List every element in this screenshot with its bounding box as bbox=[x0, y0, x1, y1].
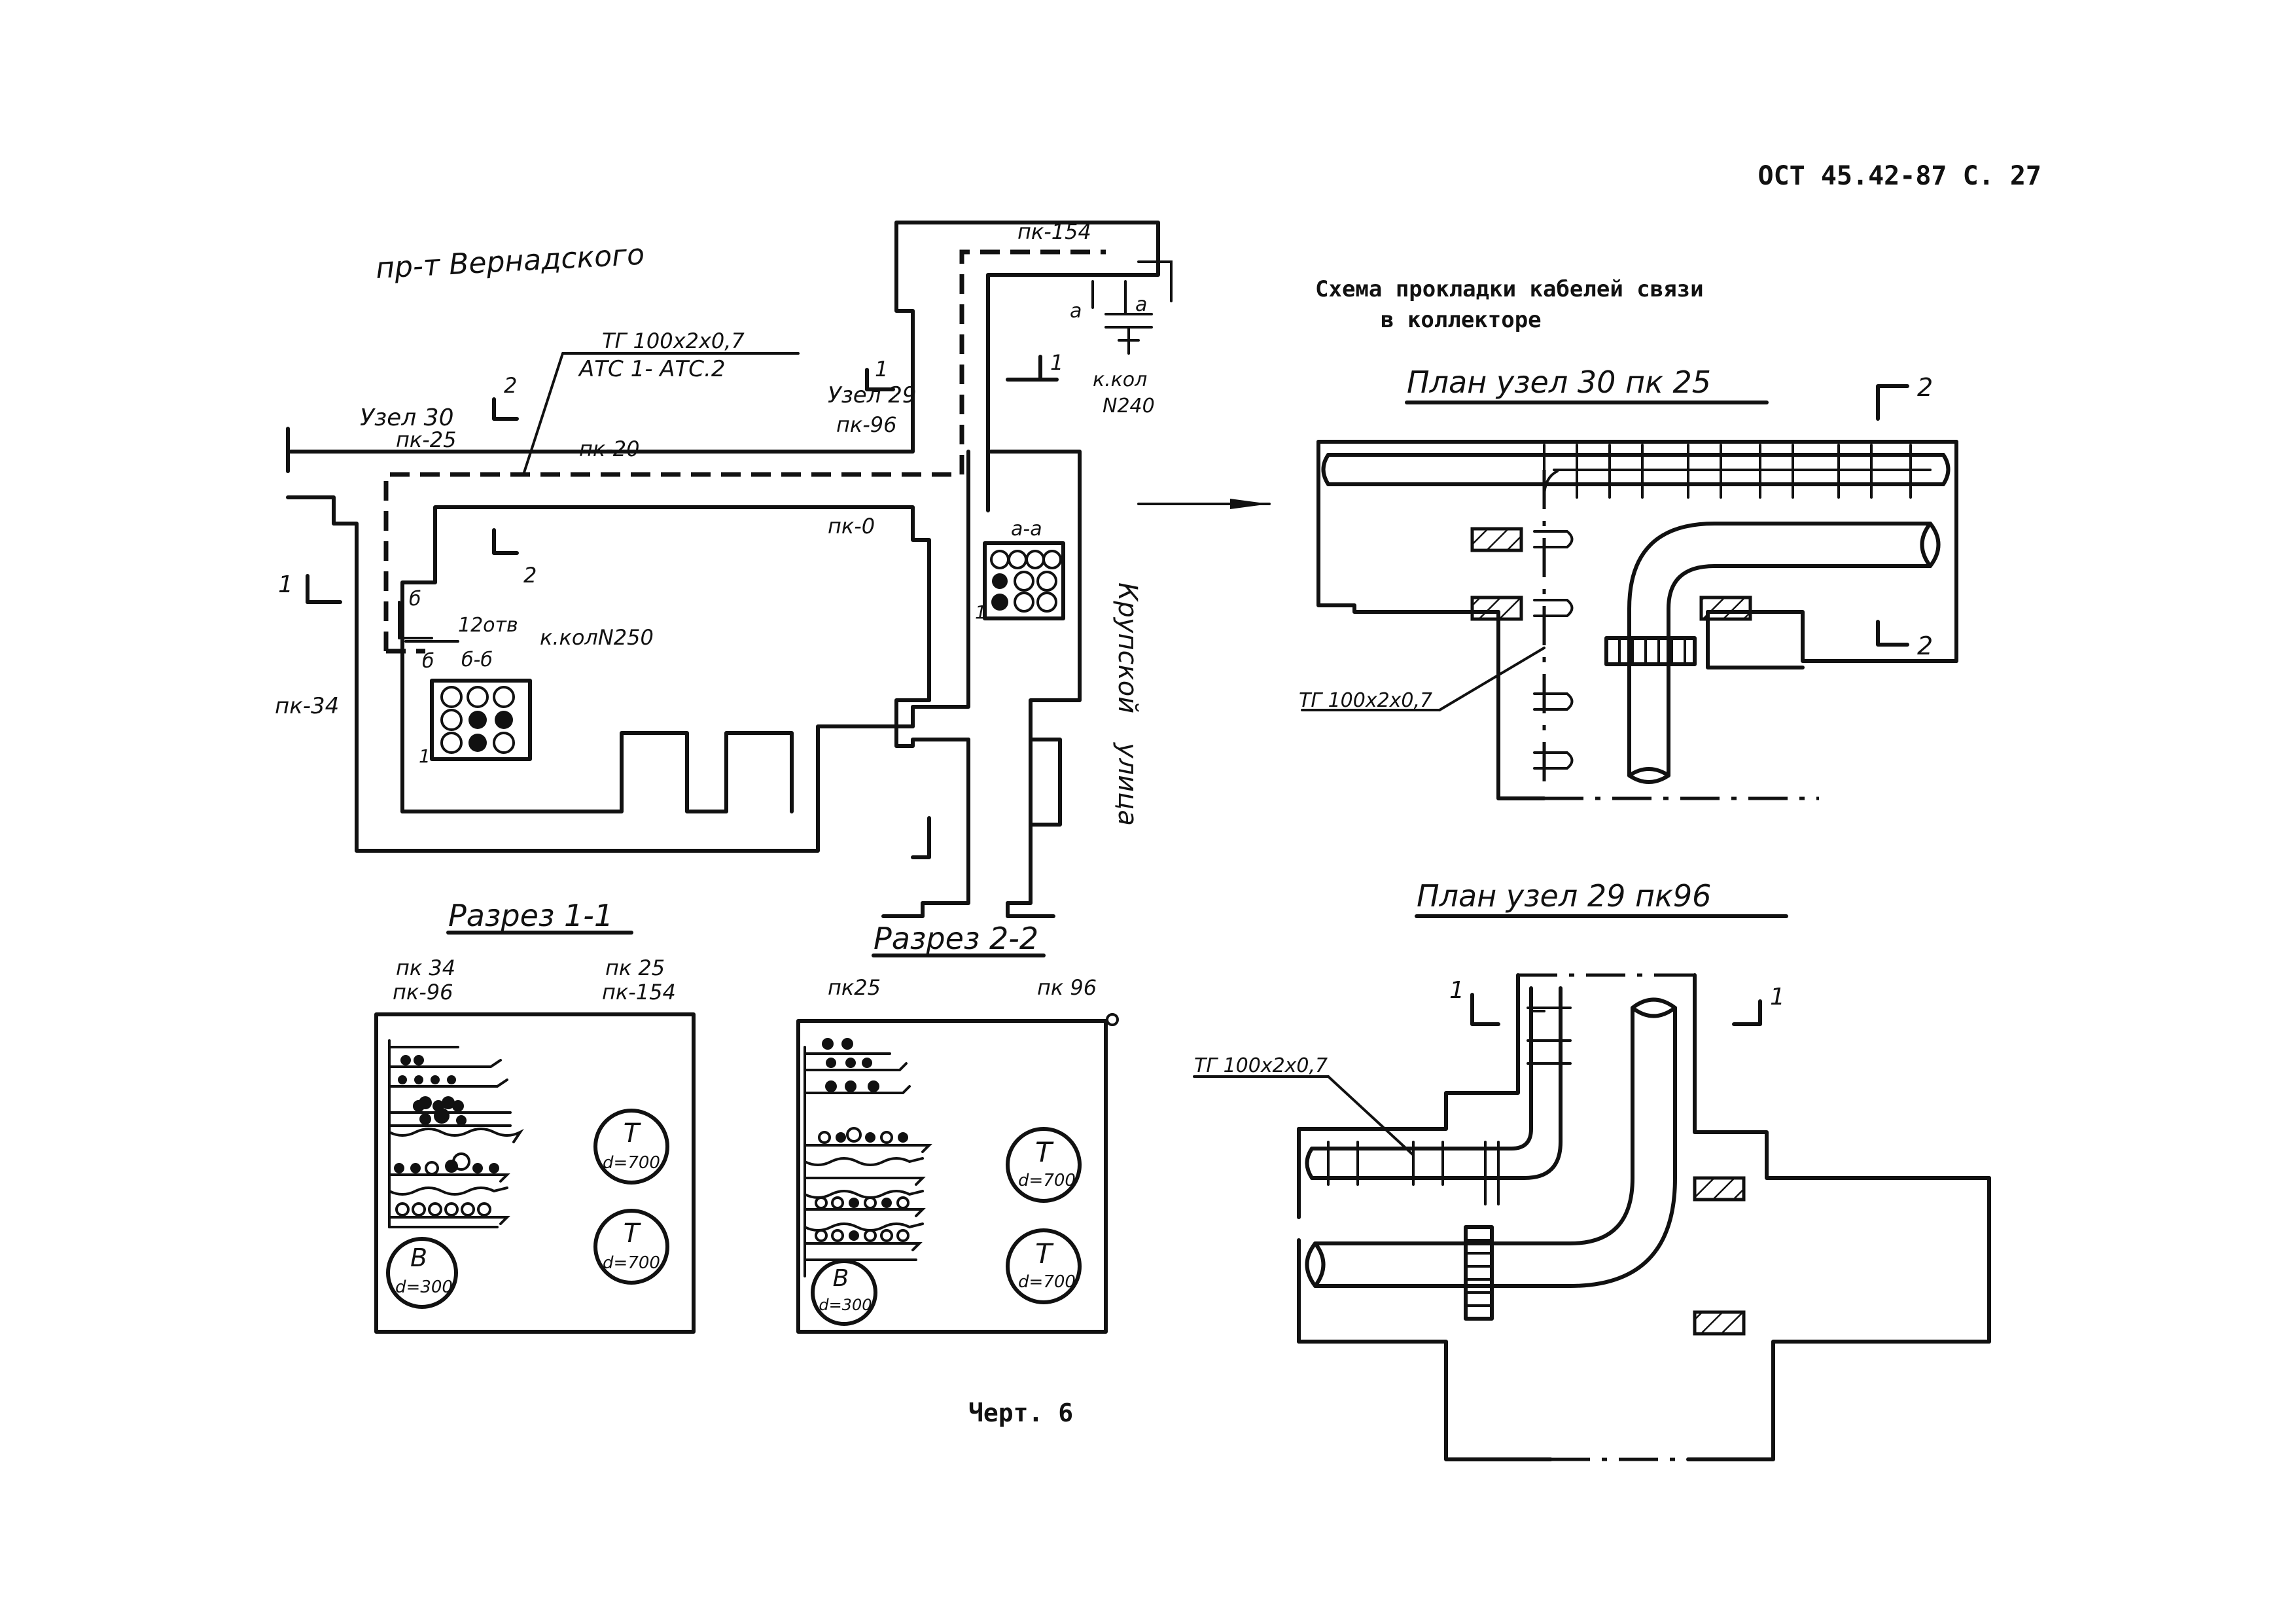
section-22-pipe-t-bottom-d: d=700 bbox=[1018, 1272, 1076, 1292]
section-11-label-tl2: пк-96 bbox=[393, 980, 453, 1005]
node-29-label: Узел 29 bbox=[828, 382, 917, 408]
section-22-pipe-v: В bbox=[833, 1265, 849, 1292]
holes-label: 12отв bbox=[458, 614, 518, 637]
section-mark-2-inner: 2 bbox=[523, 563, 537, 588]
section-1-1: Разрез 1-1 пк 34 пк-96 пк 25 пк-154 Т d=… bbox=[374, 898, 696, 1334]
section-mark-2-top: 2 bbox=[504, 373, 517, 398]
section-a-mark-left: а bbox=[1070, 300, 1082, 323]
section-b-mark-bottom: б bbox=[422, 650, 434, 673]
plan-30-mark-bottom: 2 bbox=[1917, 632, 1933, 660]
well-250-label: к.колN250 bbox=[540, 625, 654, 650]
section-11-label-tl1: пк 34 bbox=[396, 955, 455, 980]
overview-plan: пр-т Вернадского ТГ 100х2х0,7 АТС 1- АТС… bbox=[275, 219, 1271, 918]
section-11-pipe-v: В bbox=[410, 1243, 427, 1272]
section-mark-1-left: 1 bbox=[278, 571, 293, 598]
section-mark-1-corridor: 1 bbox=[1050, 350, 1063, 375]
drawing-caption: Черт. 6 bbox=[968, 1399, 1073, 1427]
pk-0-label: пк-0 bbox=[828, 514, 875, 539]
plan-30-cable-label: ТГ 100х2х0,7 bbox=[1299, 689, 1432, 712]
well-240-label-1: к.кол bbox=[1093, 368, 1147, 391]
document-code: ОСТ 45.42-87 С. 27 bbox=[1758, 161, 2041, 191]
section-22-pipe-t-top: Т bbox=[1035, 1136, 1054, 1168]
section-11-pipe-t-top-d: d=700 bbox=[603, 1153, 660, 1173]
plan-29-mark-right: 1 bbox=[1770, 984, 1785, 1010]
section-2-2: Разрез 2-2 пк25 пк 96 Т d=700 Т d=700 В … bbox=[796, 921, 1119, 1334]
pk-96-label: пк-96 bbox=[836, 412, 897, 437]
section-11-pipe-t-bottom: Т bbox=[624, 1219, 642, 1249]
section-22-pipe-t-bottom: Т bbox=[1035, 1238, 1054, 1270]
section-11-pipe-v-d: d=300 bbox=[395, 1277, 453, 1297]
section-aa-label: а-а bbox=[1011, 518, 1042, 541]
plan-29-title: План узел 29 пк96 bbox=[1417, 878, 1711, 914]
plan-29-mark-left: 1 bbox=[1449, 977, 1464, 1004]
pk-25-label: пк-25 bbox=[396, 427, 457, 452]
plan-30-mark-top: 2 bbox=[1917, 373, 1933, 402]
section-11-label-tr2: пк-154 bbox=[602, 980, 676, 1005]
cable-label-top: ТГ 100х2х0,7 bbox=[602, 329, 745, 353]
section-11-pipe-t-bottom-d: d=700 bbox=[603, 1253, 660, 1273]
section-b-mark-top: б bbox=[409, 588, 421, 611]
section-22-label-left: пк25 bbox=[828, 975, 881, 1000]
section-11-pipe-t-top: Т bbox=[624, 1118, 642, 1149]
section-mark-1-top-right: 1 bbox=[875, 357, 888, 382]
route-label-top: АТС 1- АТС.2 bbox=[578, 356, 726, 382]
section-22-title: Разрез 2-2 bbox=[874, 921, 1038, 956]
section-22-pipe-v-d: d=300 bbox=[819, 1296, 872, 1314]
well-240-label-2: N240 bbox=[1103, 395, 1155, 418]
scheme-title-line2: в коллекторе bbox=[1381, 307, 1542, 333]
section-11-title: Разрез 1-1 bbox=[448, 898, 613, 933]
plan-node-30: План узел 30 пк 25 2 2 bbox=[1299, 365, 1958, 800]
scheme-title-line1: Схема прокладки кабелей связи bbox=[1315, 276, 1704, 302]
pk-34-label: пк-34 bbox=[275, 693, 339, 719]
section-11-label-tr1: пк 25 bbox=[605, 955, 665, 980]
section-22-pipe-t-top-d: d=700 bbox=[1018, 1171, 1076, 1190]
duct-block-mark-1-right: 1 bbox=[975, 601, 987, 623]
plan-29-cable-label: ТГ 100х2х0,7 bbox=[1194, 1054, 1328, 1077]
street-right-label-1: Крупской bbox=[1112, 582, 1142, 713]
street-right-label-2: улица bbox=[1112, 742, 1142, 826]
plan-node-29: План узел 29 пк96 1 1 bbox=[1193, 878, 1991, 1461]
node-30-label: Узел 30 bbox=[360, 404, 454, 431]
pk-20-label: пк-20 bbox=[579, 437, 640, 461]
pk-154-label: пк-154 bbox=[1017, 219, 1091, 244]
street-top-label: пр-т Вернадского bbox=[375, 238, 645, 285]
section-bb-label: б-б bbox=[461, 649, 493, 671]
section-22-label-right: пк 96 bbox=[1037, 975, 1097, 1000]
plan-30-title: План узел 30 пк 25 bbox=[1407, 365, 1711, 400]
duct-block-mark-1-left: 1 bbox=[419, 745, 431, 767]
section-a-mark-right: а bbox=[1135, 293, 1147, 316]
